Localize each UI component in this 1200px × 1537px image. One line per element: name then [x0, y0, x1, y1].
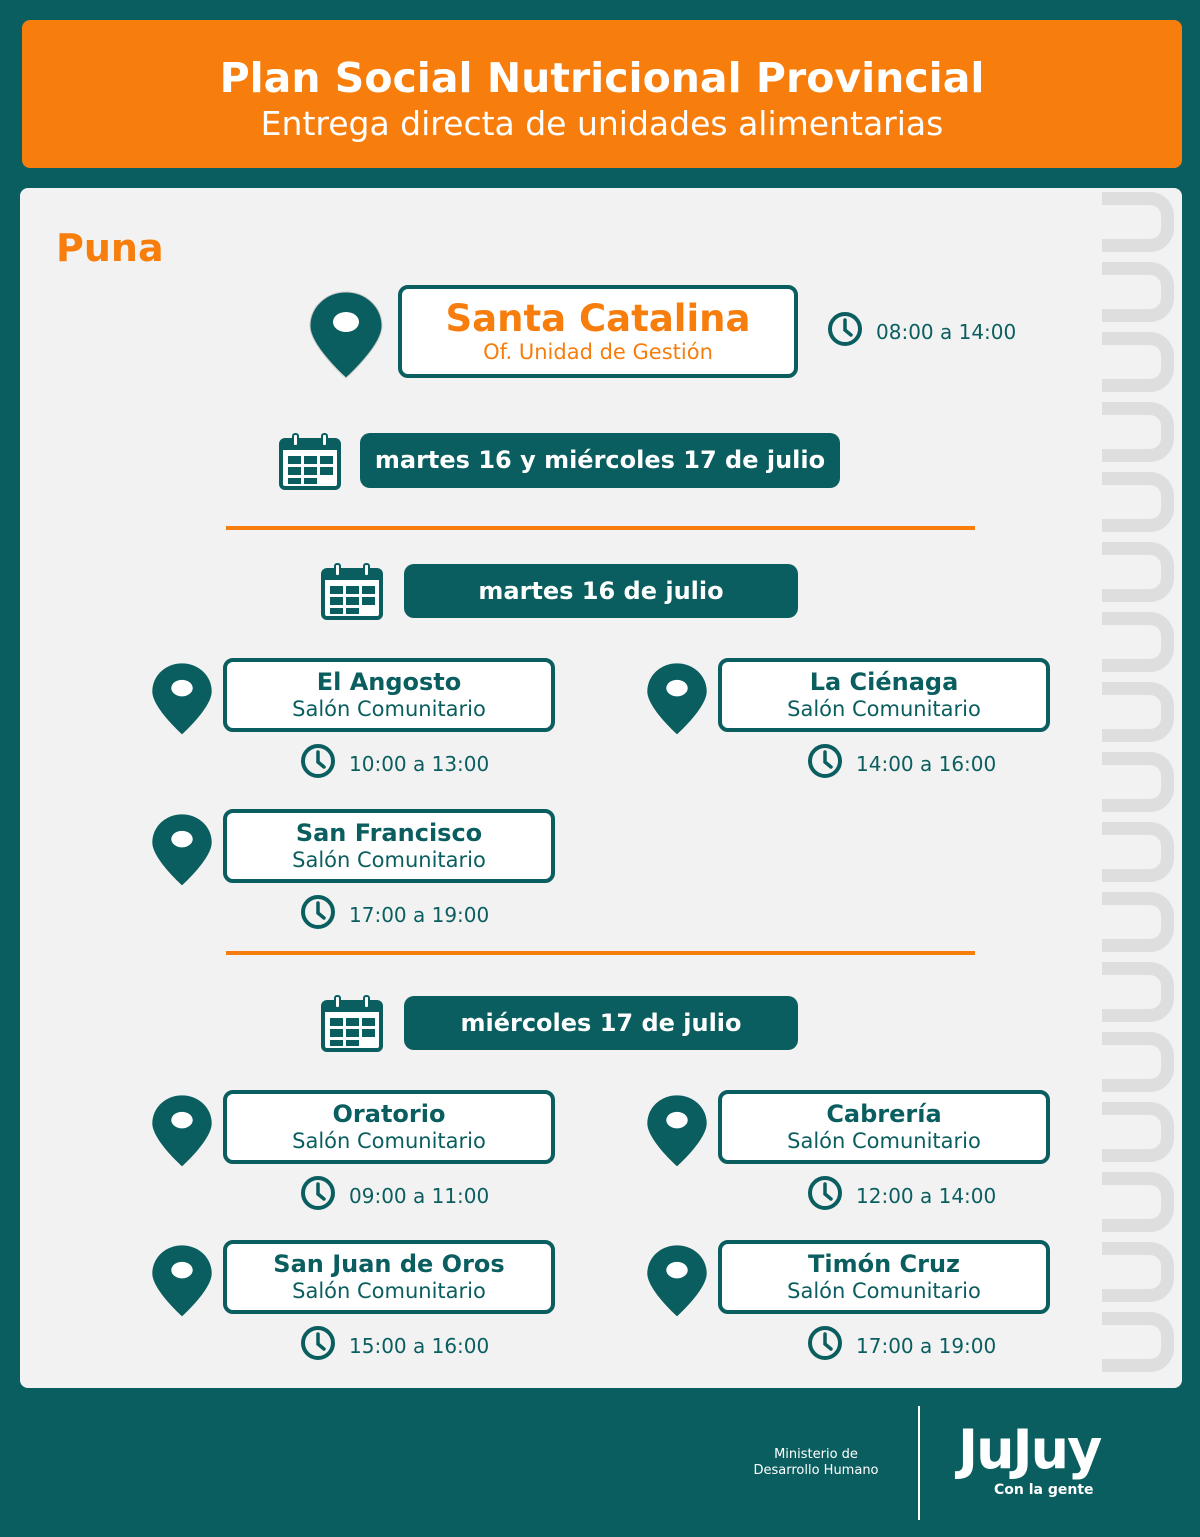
map-pin-icon	[149, 1092, 215, 1172]
decorative-shape	[1102, 612, 1174, 672]
calendar-icon	[320, 994, 384, 1058]
jujuy-logo: JuJuy	[958, 1418, 1102, 1481]
map-pin-icon	[149, 660, 215, 740]
main-dates-bar: martes 16 y miércoles 17 de julio	[360, 433, 840, 488]
map-pin-icon	[149, 811, 215, 891]
location-name: El Angosto	[316, 668, 462, 696]
decorative-shape	[1102, 402, 1174, 462]
map-pin-icon	[149, 1242, 215, 1322]
decorative-shape	[1102, 332, 1174, 392]
time-text: 17:00 a 19:00	[856, 1333, 997, 1358]
time-text: 14:00 a 16:00	[856, 751, 997, 776]
logo-slogan: Con la gente	[994, 1482, 1094, 1498]
day-bar: martes 16 de julio	[404, 564, 798, 618]
location-time: 14:00 a 16:00	[806, 742, 996, 785]
time-text: 09:00 a 11:00	[349, 1183, 490, 1208]
location-place: Salón Comunitario	[292, 1279, 486, 1303]
calendar-icon	[320, 562, 384, 626]
time-text: 12:00 a 14:00	[856, 1183, 997, 1208]
time-text: 15:00 a 16:00	[349, 1333, 490, 1358]
decorative-shape	[1102, 472, 1174, 532]
decorative-shape	[1102, 1242, 1174, 1302]
page-title: Plan Social Nutricional Provincial	[219, 54, 985, 102]
main-location-name: Santa Catalina	[445, 297, 751, 340]
calendar-icon	[278, 432, 342, 496]
main-location-time: 08:00 a 14:00	[826, 310, 1016, 353]
location-name: San Juan de Oros	[273, 1250, 505, 1278]
location-place: Salón Comunitario	[787, 1129, 981, 1153]
location-time: 09:00 a 11:00	[299, 1174, 489, 1217]
map-pin-icon	[306, 288, 386, 384]
decorative-shape	[1102, 822, 1174, 882]
clock-icon	[299, 893, 337, 936]
region-title: Puna	[56, 226, 164, 270]
decorative-shape	[1102, 542, 1174, 602]
location-name: Cabrería	[826, 1100, 942, 1128]
orange-divider	[226, 526, 975, 530]
location-name: La Ciénaga	[809, 668, 959, 696]
decorative-shape	[1102, 1032, 1174, 1092]
decorative-shape	[1102, 262, 1174, 322]
clock-icon	[826, 310, 864, 353]
location-time: 15:00 a 16:00	[299, 1324, 489, 1367]
decorative-shape	[1102, 682, 1174, 742]
location-time: 17:00 a 19:00	[299, 893, 489, 936]
decorative-pattern	[1102, 188, 1174, 1388]
decorative-shape	[1102, 962, 1174, 1022]
time-text: 10:00 a 13:00	[349, 751, 490, 776]
location-place: Salón Comunitario	[787, 697, 981, 721]
decorative-shape	[1102, 752, 1174, 812]
ministry-label: Ministerio de Desarrollo Humano	[753, 1447, 879, 1478]
location-name: San Francisco	[295, 819, 483, 847]
location-place: Salón Comunitario	[787, 1279, 981, 1303]
clock-icon	[299, 1324, 337, 1367]
clock-icon	[299, 742, 337, 785]
clock-icon	[806, 742, 844, 785]
location-place: Salón Comunitario	[292, 1129, 486, 1153]
clock-icon	[806, 1174, 844, 1217]
decorative-shape	[1102, 192, 1174, 252]
location-place: Salón Comunitario	[292, 848, 486, 872]
day-bar: miércoles 17 de julio	[404, 996, 798, 1050]
clock-icon	[299, 1174, 337, 1217]
decorative-shape	[1102, 1102, 1174, 1162]
main-location-box: Santa Catalina Of. Unidad de Gestión	[398, 285, 798, 378]
location-time: 17:00 a 19:00	[806, 1324, 996, 1367]
main-location-place: Of. Unidad de Gestión	[483, 340, 713, 364]
clock-icon	[806, 1324, 844, 1367]
map-pin-icon	[644, 660, 710, 740]
location-time: 12:00 a 14:00	[806, 1174, 996, 1217]
decorative-shape	[1102, 1172, 1174, 1232]
time-text: 08:00 a 14:00	[876, 319, 1017, 344]
map-pin-icon	[644, 1242, 710, 1322]
location-name: Oratorio	[332, 1100, 446, 1128]
decorative-shape	[1102, 1312, 1174, 1372]
location-name: Timón Cruz	[807, 1250, 961, 1278]
orange-divider	[226, 951, 975, 955]
location-place: Salón Comunitario	[292, 697, 486, 721]
map-pin-icon	[644, 1092, 710, 1172]
time-text: 17:00 a 19:00	[349, 902, 490, 927]
schedule-panel: Puna Santa Catalina Of. Unidad de Gestió…	[20, 188, 1182, 1388]
footer-divider	[918, 1406, 920, 1520]
location-time: 10:00 a 13:00	[299, 742, 489, 785]
decorative-shape	[1102, 892, 1174, 952]
page-subtitle: Entrega directa de unidades alimentarias	[260, 104, 944, 143]
header-banner: Plan Social Nutricional Provincial Entre…	[22, 20, 1182, 168]
